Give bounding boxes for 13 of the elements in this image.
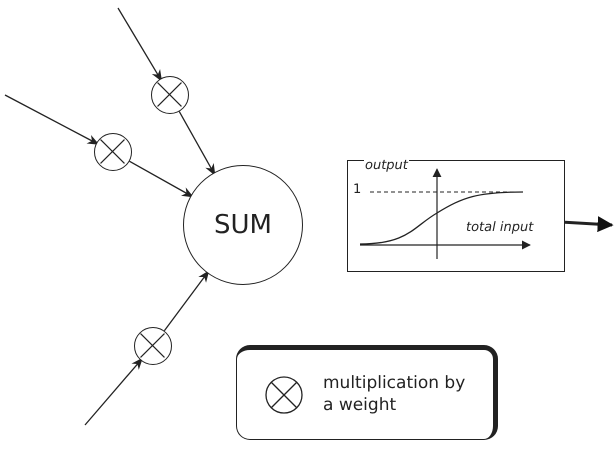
- axis-label: total input: [466, 221, 534, 234]
- activation-graph-box: [347, 160, 565, 272]
- arrow: [164, 270, 210, 332]
- legend-text: multiplication by a weight: [323, 373, 466, 416]
- arrow: [117, 8, 162, 82]
- arrow: [564, 216, 614, 232]
- node-label: SUM: [214, 208, 272, 242]
- tick-label: 1: [353, 183, 362, 196]
- arrow: [129, 160, 194, 198]
- arrow: [178, 111, 216, 176]
- axis-label: output: [364, 159, 409, 172]
- arrow: [84, 358, 143, 426]
- arrow: [4, 94, 100, 145]
